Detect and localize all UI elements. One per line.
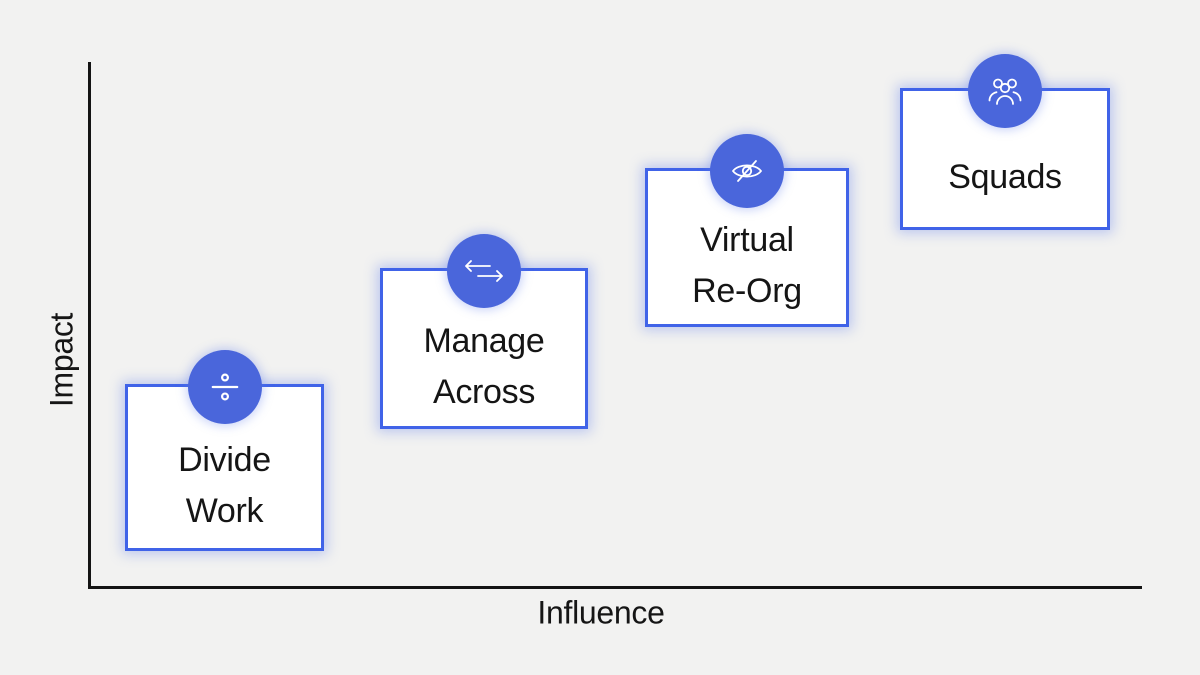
y-axis-line [88, 62, 91, 589]
card-label: Squads [948, 158, 1062, 196]
card-divide-work: Divide Work [125, 350, 324, 551]
card-manage-across: Manage Across [380, 234, 588, 429]
card-label: Virtual Re-Org [692, 221, 802, 310]
x-axis-label: Influence [537, 594, 665, 631]
swap-arrows-icon [447, 234, 521, 308]
card-virtual-re-org: Virtual Re-Org [645, 134, 849, 327]
x-axis-line [88, 586, 1142, 589]
y-axis-label: Impact [43, 312, 80, 408]
card-squads: Squads [900, 54, 1110, 230]
eye-off-icon [710, 134, 784, 208]
card-label: Divide Work [178, 441, 271, 530]
people-group-icon [968, 54, 1042, 128]
divide-icon [187, 350, 262, 424]
card-label: Manage Across [423, 322, 545, 411]
